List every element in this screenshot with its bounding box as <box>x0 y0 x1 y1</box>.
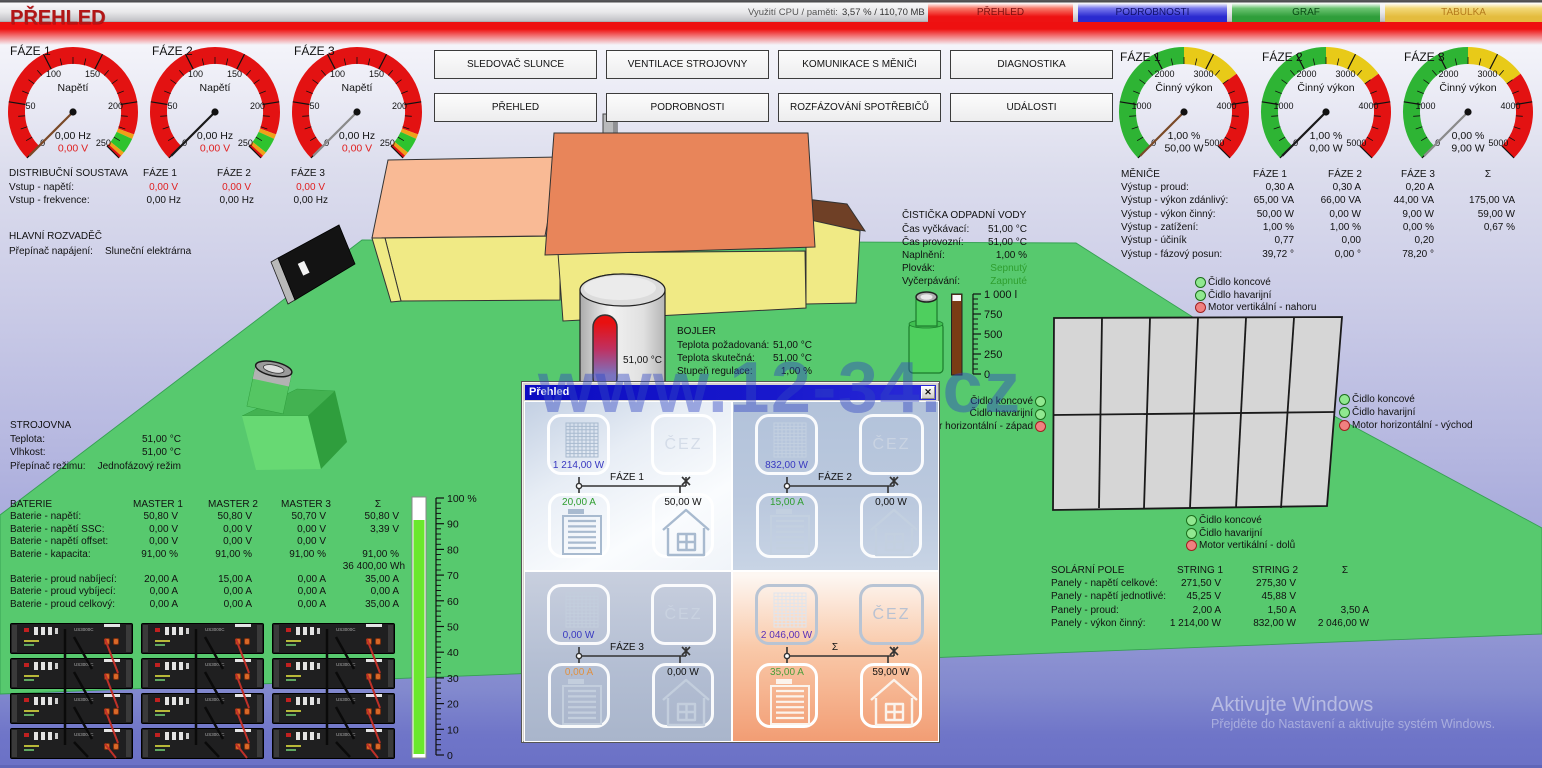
svg-text:1,00 %: 1,00 % <box>1168 130 1201 142</box>
svg-text:50: 50 <box>309 101 319 111</box>
svg-text:0: 0 <box>447 750 453 762</box>
svg-text:250: 250 <box>380 138 395 148</box>
svg-text:0,00 W: 0,00 W <box>1309 143 1342 155</box>
svg-text:1000: 1000 <box>1273 101 1293 111</box>
svg-text:250: 250 <box>238 138 253 148</box>
svg-text:100: 100 <box>46 69 61 79</box>
svg-text:1000: 1000 <box>1415 101 1435 111</box>
svg-text:Činný výkon: Činný výkon <box>1297 81 1354 94</box>
svg-text:100: 100 <box>188 69 203 79</box>
svg-text:2000: 2000 <box>1154 69 1174 79</box>
svg-text:50,00 W: 50,00 W <box>1164 143 1203 155</box>
svg-text:3000: 3000 <box>1477 69 1497 79</box>
svg-text:100: 100 <box>330 69 345 79</box>
svg-text:0: 0 <box>984 369 990 381</box>
svg-text:5000: 5000 <box>1346 138 1366 148</box>
svg-text:50: 50 <box>447 622 459 634</box>
svg-text:200: 200 <box>250 101 265 111</box>
svg-text:10: 10 <box>447 724 459 736</box>
svg-text:Napětí: Napětí <box>200 82 231 94</box>
svg-text:0,00 %: 0,00 % <box>1452 130 1485 142</box>
svg-text:3000: 3000 <box>1335 69 1355 79</box>
svg-text:90: 90 <box>447 519 459 531</box>
svg-text:750: 750 <box>984 309 1002 321</box>
svg-text:5000: 5000 <box>1488 138 1508 148</box>
svg-text:150: 150 <box>369 69 384 79</box>
svg-text:0,00 V: 0,00 V <box>58 143 88 155</box>
svg-text:50: 50 <box>25 101 35 111</box>
svg-text:Činný výkon: Činný výkon <box>1439 81 1496 94</box>
svg-text:100 %: 100 % <box>447 493 477 505</box>
svg-text:0,00 Hz: 0,00 Hz <box>55 130 91 142</box>
svg-text:0,00 Hz: 0,00 Hz <box>197 130 233 142</box>
svg-text:Napětí: Napětí <box>58 82 89 94</box>
svg-text:150: 150 <box>227 69 242 79</box>
svg-text:200: 200 <box>392 101 407 111</box>
svg-text:3000: 3000 <box>1193 69 1213 79</box>
svg-text:60: 60 <box>447 596 459 608</box>
svg-text:250: 250 <box>96 138 111 148</box>
svg-text:1,00 %: 1,00 % <box>1310 130 1343 142</box>
svg-text:500: 500 <box>984 329 1002 341</box>
svg-text:0,00 V: 0,00 V <box>200 143 230 155</box>
svg-text:50: 50 <box>167 101 177 111</box>
svg-text:200: 200 <box>108 101 123 111</box>
svg-text:40: 40 <box>447 647 459 659</box>
svg-text:4000: 4000 <box>1216 101 1236 111</box>
svg-text:150: 150 <box>85 69 100 79</box>
svg-text:4000: 4000 <box>1500 101 1520 111</box>
svg-text:0,00 V: 0,00 V <box>342 143 372 155</box>
svg-text:30: 30 <box>447 673 459 685</box>
svg-text:2000: 2000 <box>1296 69 1316 79</box>
svg-text:Činný výkon: Činný výkon <box>1155 81 1212 94</box>
svg-text:20: 20 <box>447 699 459 711</box>
svg-text:80: 80 <box>447 544 459 556</box>
svg-text:1000: 1000 <box>1131 101 1151 111</box>
svg-text:0,00 Hz: 0,00 Hz <box>339 130 375 142</box>
svg-text:Napětí: Napětí <box>342 82 373 94</box>
svg-text:1 000 l: 1 000 l <box>984 289 1017 301</box>
svg-text:4000: 4000 <box>1358 101 1378 111</box>
svg-text:70: 70 <box>447 570 459 582</box>
svg-text:250: 250 <box>984 349 1002 361</box>
svg-text:5000: 5000 <box>1204 138 1224 148</box>
svg-text:9,00 W: 9,00 W <box>1451 143 1484 155</box>
svg-text:2000: 2000 <box>1438 69 1458 79</box>
